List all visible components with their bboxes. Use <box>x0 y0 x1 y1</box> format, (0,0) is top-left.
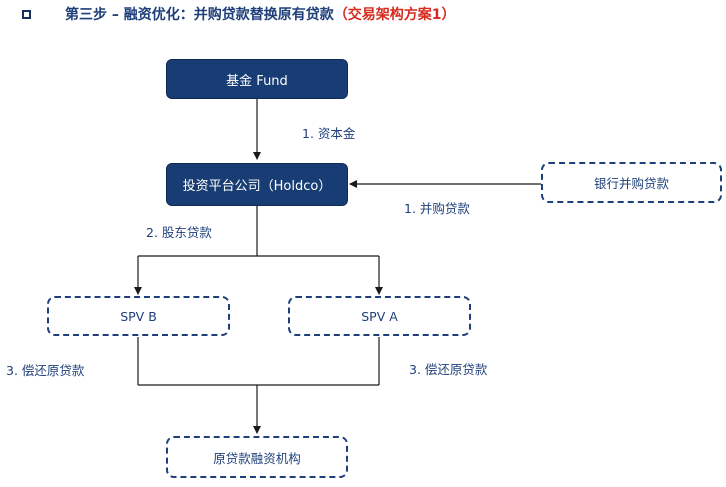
spv-b-label: SPV B <box>120 308 157 324</box>
slide-title: 第三步 – 融资优化：并购贷款替换原有贷款 （交易架构方案1） <box>22 4 456 24</box>
square-bullet-icon <box>22 9 31 19</box>
spv-b-box: SPV B <box>47 296 230 336</box>
spv-a-box: SPV A <box>288 296 471 336</box>
label-equity: 1. 资本金 <box>302 126 356 141</box>
fund-box: 基金 Fund <box>166 59 348 99</box>
spv-a-label: SPV A <box>361 308 398 324</box>
label-repay-left: 3. 偿还原贷款 <box>6 363 85 378</box>
holdco-box: 投资平台公司（Holdco） <box>166 163 348 206</box>
label-acquisition-loan: 1. 并购贷款 <box>404 201 470 216</box>
lender-box: 原贷款融资机构 <box>166 436 348 478</box>
label-shareholder-loan: 2. 股东贷款 <box>146 225 212 240</box>
title-main: 第三步 – 融资优化：并购贷款替换原有贷款 <box>65 7 334 23</box>
holdco-label: 投资平台公司（Holdco） <box>182 179 332 194</box>
bank-box: 银行并购贷款 <box>541 162 722 203</box>
lender-label: 原贷款融资机构 <box>213 450 301 466</box>
bank-label: 银行并购贷款 <box>593 176 669 191</box>
label-repay-right: 3. 偿还原贷款 <box>409 362 488 377</box>
title-accent: （交易架构方案1） <box>333 7 456 23</box>
fund-label: 基金 Fund <box>226 73 288 89</box>
